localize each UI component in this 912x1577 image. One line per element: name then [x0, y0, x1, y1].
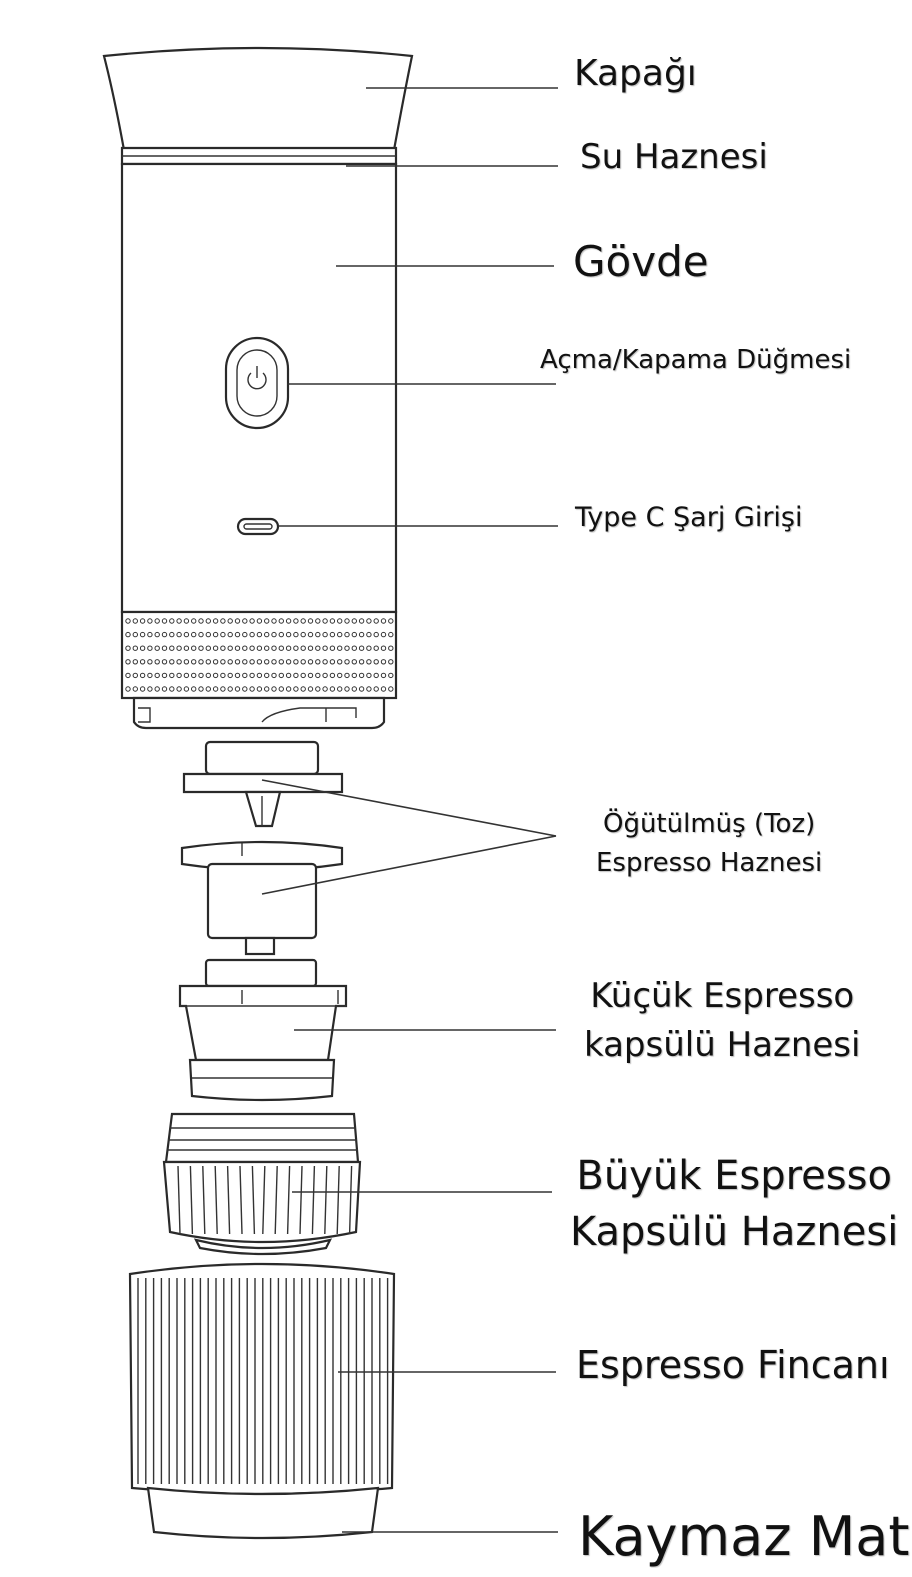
power-icon [247, 366, 267, 390]
espresso-cup [128, 1262, 396, 1496]
label-power-button: Açma/Kapama Düğmesi [540, 345, 852, 375]
power-button [224, 336, 290, 430]
body-part [120, 162, 398, 614]
non-slip-mat [146, 1486, 380, 1540]
bottom-connector [132, 696, 386, 730]
label-non-slip-mat: Kaymaz Mat [578, 1505, 910, 1568]
label-body: Gövde [573, 237, 709, 286]
label-small-capsule-line2: kapsülü Haznesi [584, 1025, 861, 1066]
large-capsule-adapter [162, 1112, 362, 1256]
label-type-c-port: Type C Şarj Girişi [575, 502, 803, 533]
vent-grille [120, 610, 398, 700]
label-ground-coffee-holder: Öğütülmüş (Toz) Espresso Haznesi [596, 805, 822, 883]
label-large-capsule-line2: Kapsülü Haznesi [570, 1209, 899, 1255]
ground-coffee-filter-top [182, 740, 344, 828]
label-espresso-cup: Espresso Fincanı [576, 1343, 890, 1387]
label-large-capsule-holder: Büyük Espresso Kapsülü Haznesi [570, 1148, 898, 1260]
small-capsule-adapter [178, 958, 348, 1102]
label-small-capsule-line1: Küçük Espresso [590, 976, 855, 1016]
label-water-tank: Su Haznesi [580, 137, 768, 177]
leader-lines [261, 87, 558, 1533]
usb-c-port-icon [236, 517, 280, 536]
label-ground-coffee-line1: Öğütülmüş (Toz) [602, 809, 816, 839]
label-lid: Kapağı [574, 53, 697, 94]
label-large-capsule-line1: Büyük Espresso [576, 1153, 892, 1199]
label-ground-coffee-line2: Espresso Haznesi [596, 848, 823, 878]
label-small-capsule-holder: Küçük Espresso kapsülü Haznesi [584, 972, 860, 1071]
ground-coffee-basket [180, 840, 344, 956]
lid-part [102, 46, 414, 152]
water-tank-band [120, 146, 398, 166]
